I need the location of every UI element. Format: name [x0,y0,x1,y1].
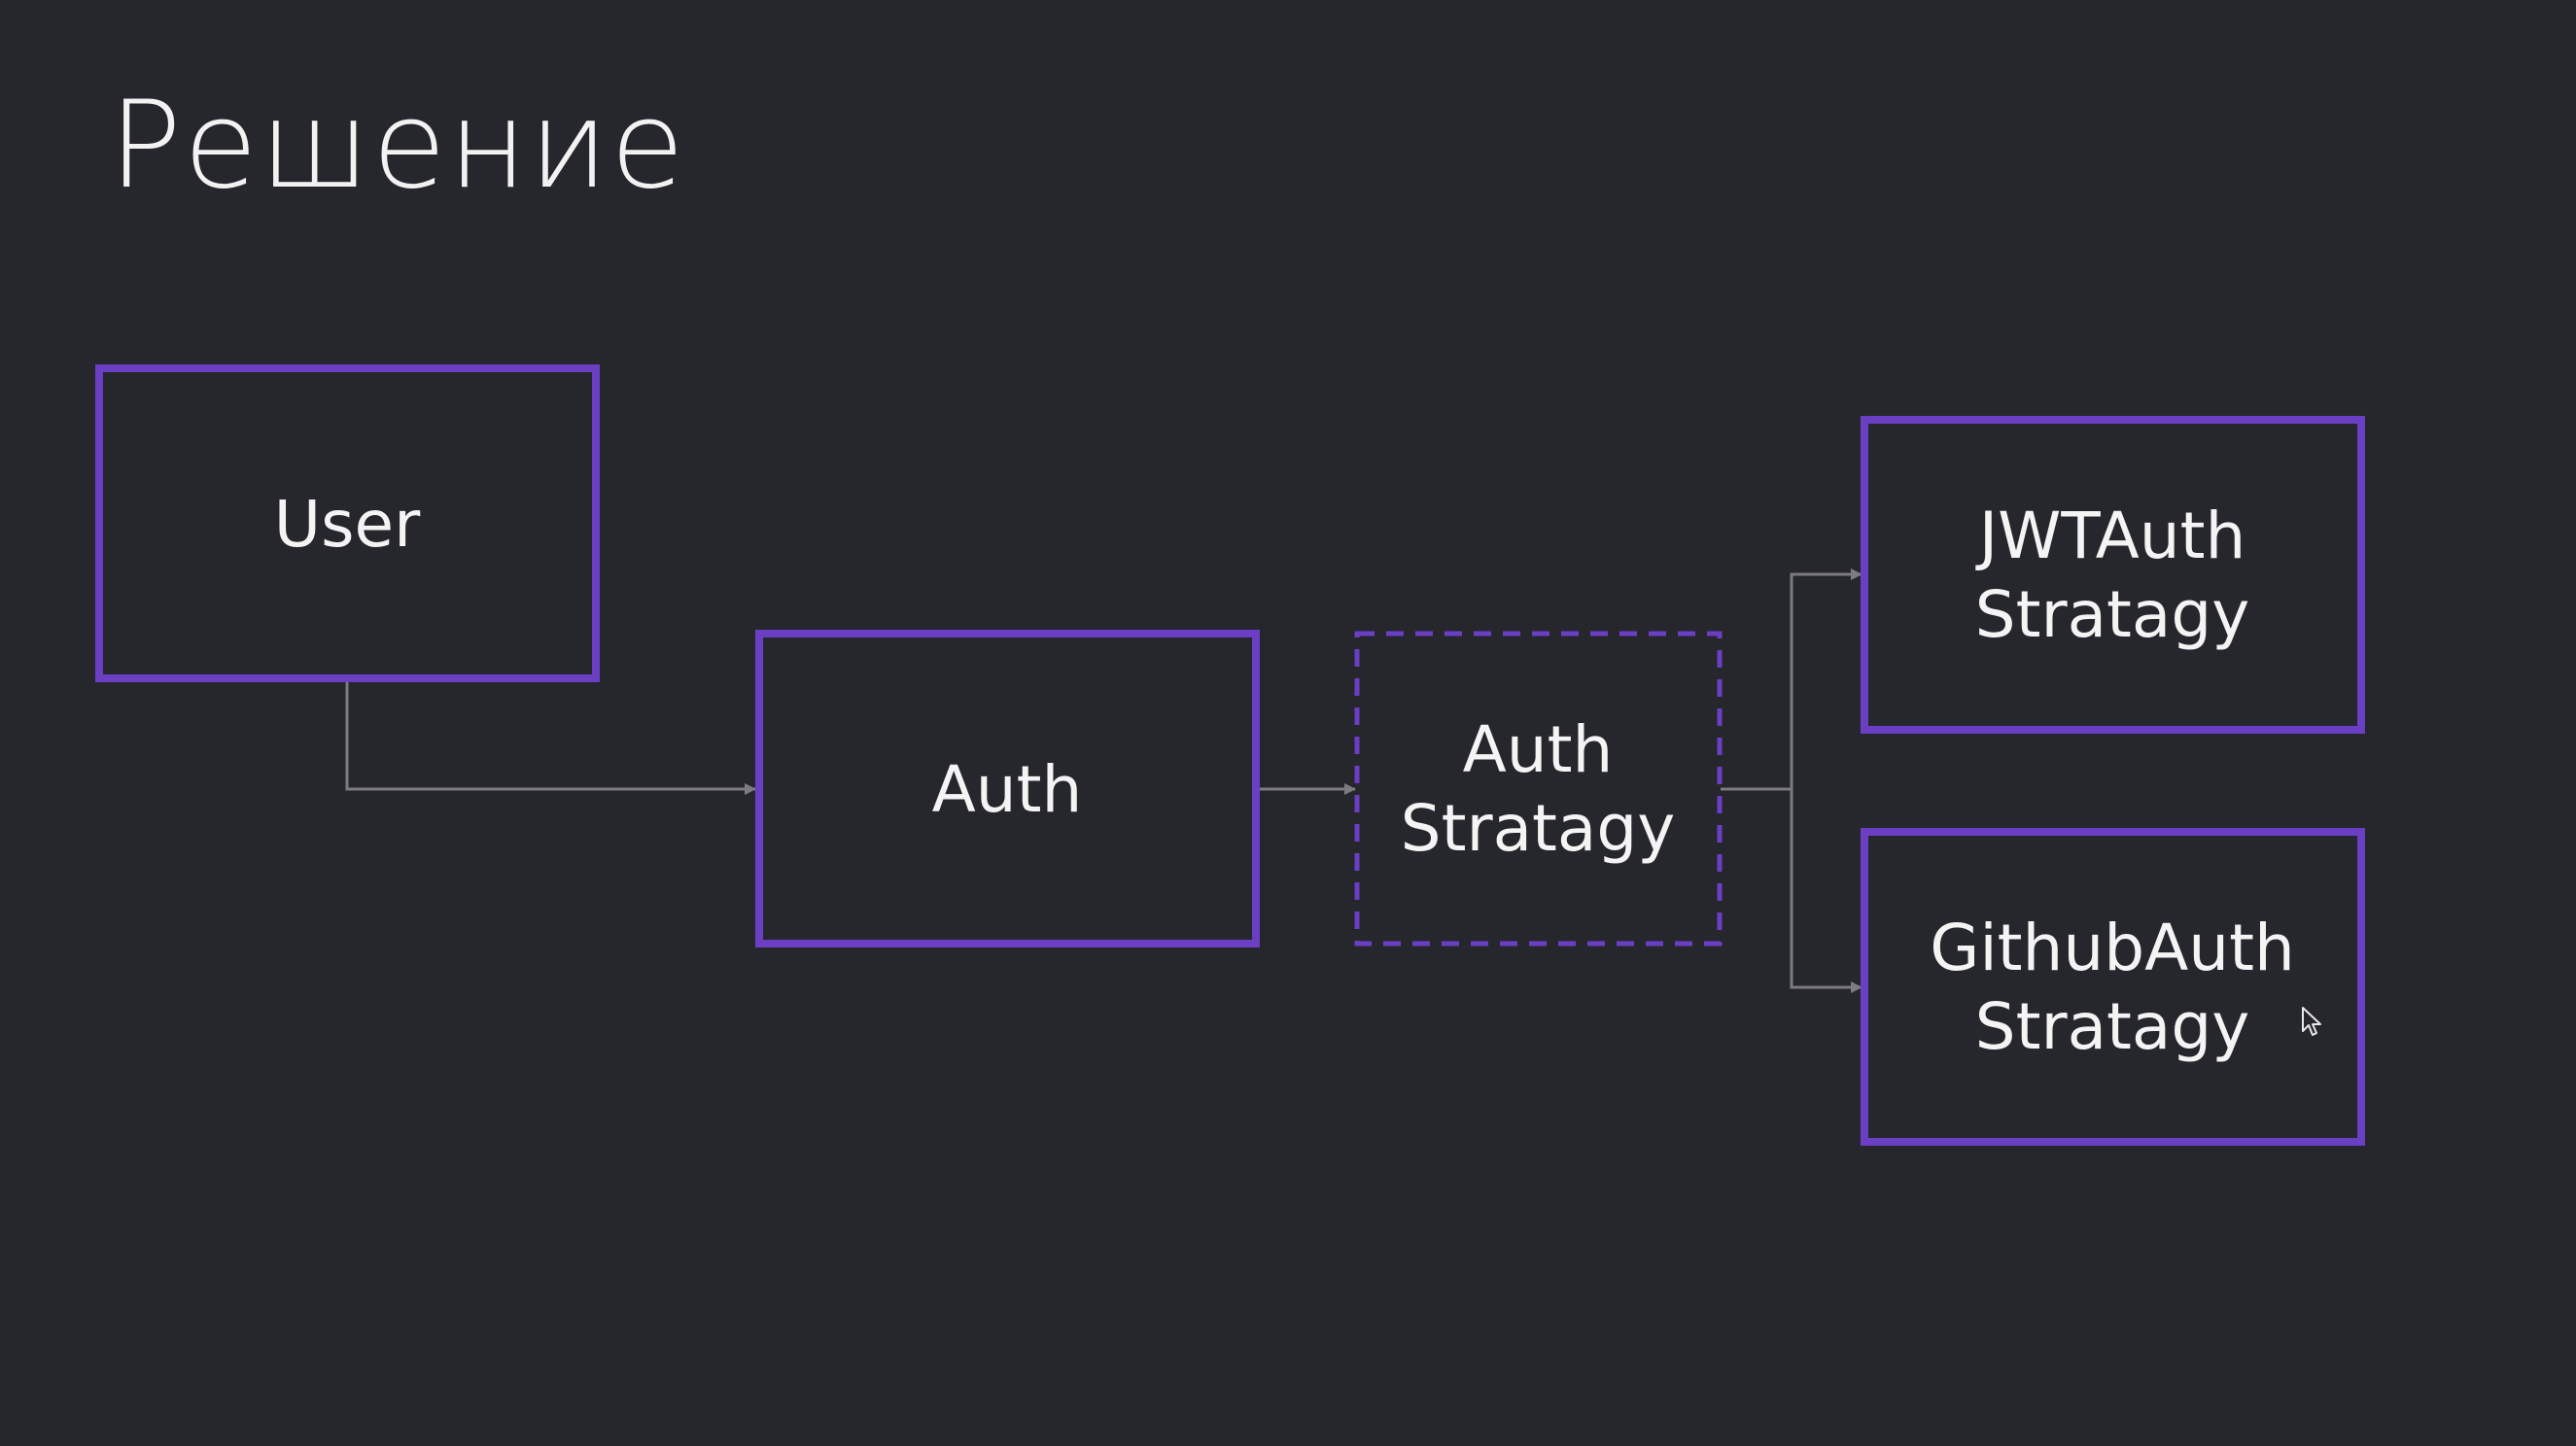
auth-strategy-label-line-2: Stratagy [1401,791,1676,866]
github-auth-strategy-node: GithubAuth Stratagy [1861,828,2365,1146]
auth-strategy-label-line-1: Auth [1463,712,1614,787]
jwt-auth-strategy-label-line-1: JWTAuth [1975,499,2246,573]
user-node-label: User [274,487,421,562]
edge-user-to-auth [345,680,756,795]
user-node: User [95,364,600,682]
jwt-auth-strategy-label-line-2: Stratagy [1975,577,2250,652]
connectors [345,568,1862,993]
edge-auth-strategy-to-jwt [1721,568,1862,791]
auth-node-label: Auth [932,752,1083,827]
auth-strategy-node: Auth Stratagy [1354,631,1723,947]
github-auth-strategy-label-line-1: GithubAuth [1930,911,2295,985]
github-auth-strategy-label-line-2: Stratagy [1975,989,2250,1064]
auth-node: Auth [755,630,1260,947]
edge-auth-strategy-to-github [1790,789,1862,993]
mouse-pointer-icon [2302,1007,2321,1036]
jwt-auth-strategy-node: JWTAuth Stratagy [1861,416,2365,734]
slide-title: Решение [109,76,687,216]
